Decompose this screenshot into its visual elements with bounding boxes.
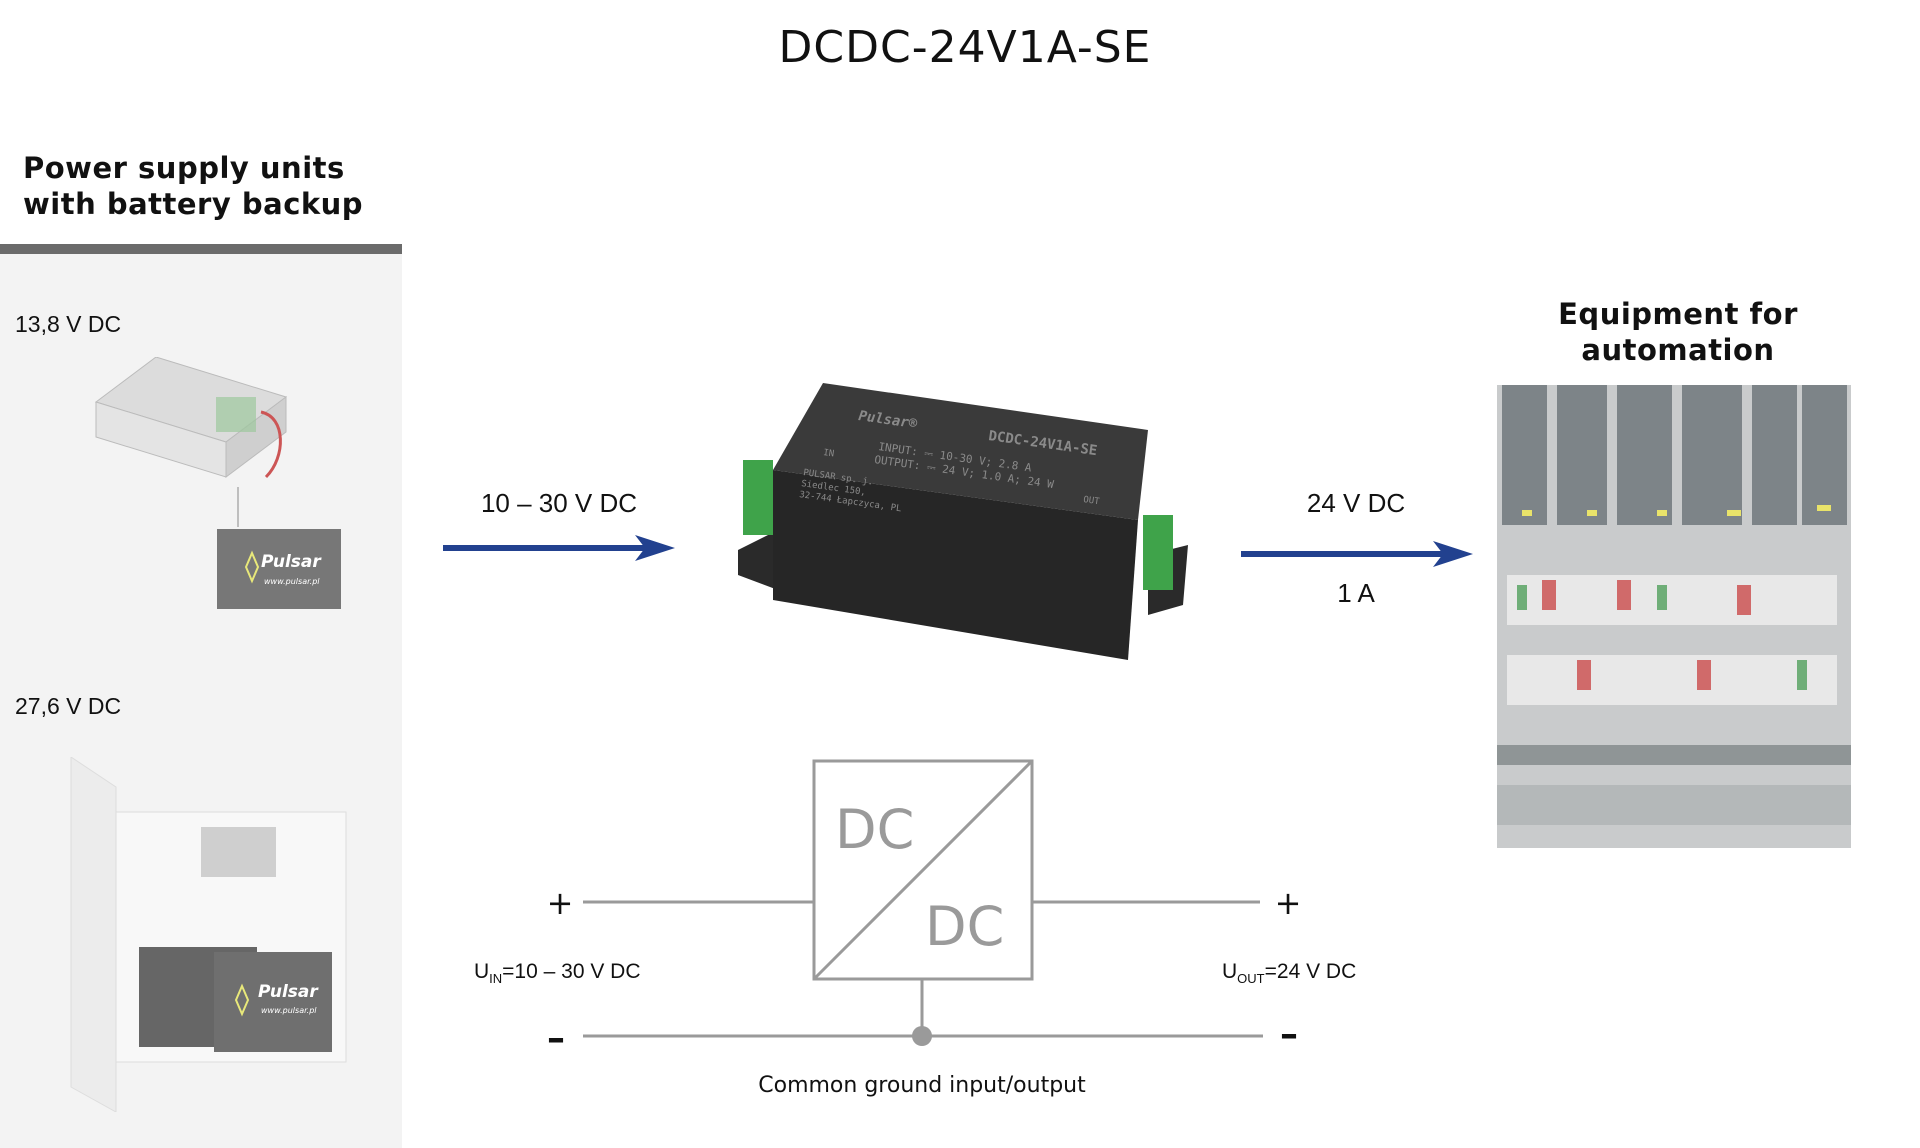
pulsar-logo-text: Pulsar	[261, 552, 322, 572]
input-arrow	[443, 535, 675, 561]
input-plus-sign: +	[547, 884, 574, 922]
converter-diagonal	[812, 759, 1034, 981]
psu-27v6-cabinet-image: Pulsar www.pulsar.pl	[70, 757, 347, 1112]
common-ground-label: Common ground input/output	[758, 1073, 1086, 1098]
dc-input-label: DC	[835, 798, 914, 861]
pulsar-logo-icon	[234, 983, 250, 1017]
output-arrow	[1241, 541, 1473, 567]
ground-junction-dot	[912, 1026, 932, 1046]
pulsar-url-text: www.pulsar.pl	[264, 577, 320, 586]
input-voltage-label: 10 – 30 V DC	[480, 488, 638, 518]
svg-text:IN: IN	[823, 448, 835, 459]
output-plus-sign: +	[1275, 884, 1302, 922]
uin-label: UIN=10 – 30 V DC	[474, 960, 641, 987]
equipment-heading: Equipment for automation	[1528, 296, 1828, 368]
heading-line-1: Equipment for	[1558, 297, 1798, 331]
heading-divider	[0, 244, 402, 254]
output-minus-sign: –	[1280, 1014, 1298, 1055]
heading-line-1: Power supply units	[23, 151, 345, 185]
dcdc-converter-image: Pulsar® DCDC-24V1A-SE INPUT: ⎓ 10-30 V; …	[738, 383, 1188, 660]
psu1-voltage: 13,8 V DC	[15, 311, 122, 337]
pulsar-logo-icon	[244, 550, 260, 584]
psu-13v8-image: Pulsar www.pulsar.pl	[94, 357, 341, 609]
psu2-voltage: 27,6 V DC	[15, 693, 122, 719]
heading-line-2: automation	[1581, 333, 1775, 367]
automation-equipment-image	[1497, 385, 1851, 848]
left-panel-heading: Power supply units with battery backup	[23, 150, 363, 222]
page-title: DCDC-24V1A-SE	[778, 22, 1152, 73]
pulsar-logo-text: Pulsar	[258, 982, 319, 1002]
output-voltage-label: 24 V DC	[1306, 488, 1406, 518]
svg-text:OUT: OUT	[1083, 495, 1101, 507]
uout-label: UOUT=24 V DC	[1222, 960, 1357, 987]
heading-line-2: with battery backup	[23, 187, 364, 221]
output-current-label: 1 A	[1337, 578, 1375, 608]
dc-output-label: DC	[925, 895, 1004, 958]
pulsar-url-text: www.pulsar.pl	[261, 1006, 317, 1015]
input-minus-sign: –	[547, 1018, 565, 1059]
